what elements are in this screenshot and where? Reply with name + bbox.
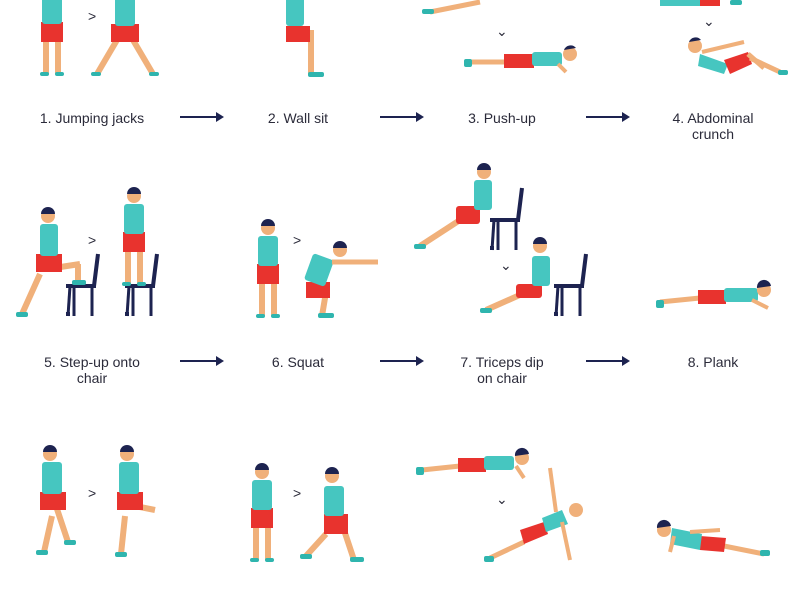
step-down-icon: ⌄: [496, 491, 508, 507]
triceps-dip-figure: [414, 163, 588, 318]
exercise-label-6: 6. Squat: [271, 354, 325, 370]
exercise-label-3: 3. Push-up: [468, 110, 536, 126]
wall-sit-figure: [286, 0, 324, 77]
exercise-label-4: 4. Abdominal crunch: [672, 110, 754, 142]
push-up-figure: [422, 0, 577, 74]
arrow-right-icon: [180, 112, 224, 122]
arrow-right-icon: [180, 356, 224, 366]
step-right-icon: >: [88, 485, 97, 501]
plank-figure: [656, 279, 771, 310]
high-knees-figure: [36, 445, 156, 557]
squat-figure: [256, 219, 378, 318]
exercise-label-2: 2. Wall sit: [267, 110, 329, 126]
exercise-label-5: 5. Step-up onto chair: [44, 354, 140, 386]
jumping-jacks-figure: [40, 0, 159, 76]
step-right-icon: >: [293, 232, 302, 248]
exercise-label-1: 1. Jumping jacks: [39, 110, 145, 126]
push-up-rotation-figure: [416, 447, 583, 562]
arrow-right-icon: [380, 356, 424, 366]
step-right-icon: >: [88, 8, 97, 24]
step-right-icon: >: [88, 232, 97, 248]
arrow-right-icon: [586, 112, 630, 122]
lunge-figure: [250, 463, 364, 562]
side-plank-figure: [656, 519, 770, 557]
step-right-icon: >: [293, 485, 302, 501]
step-down-icon: ⌄: [500, 257, 512, 273]
exercise-label-7: 7. Triceps dip on chair: [460, 354, 544, 386]
abdominal-crunch-figure: [660, 0, 788, 75]
arrow-right-icon: [586, 356, 630, 366]
step-up-figure: [16, 187, 159, 318]
step-down-icon: ⌄: [496, 23, 508, 39]
arrow-right-icon: [380, 112, 424, 122]
step-down-icon: ⌄: [703, 13, 715, 29]
exercise-label-8: 8. Plank: [687, 354, 739, 370]
